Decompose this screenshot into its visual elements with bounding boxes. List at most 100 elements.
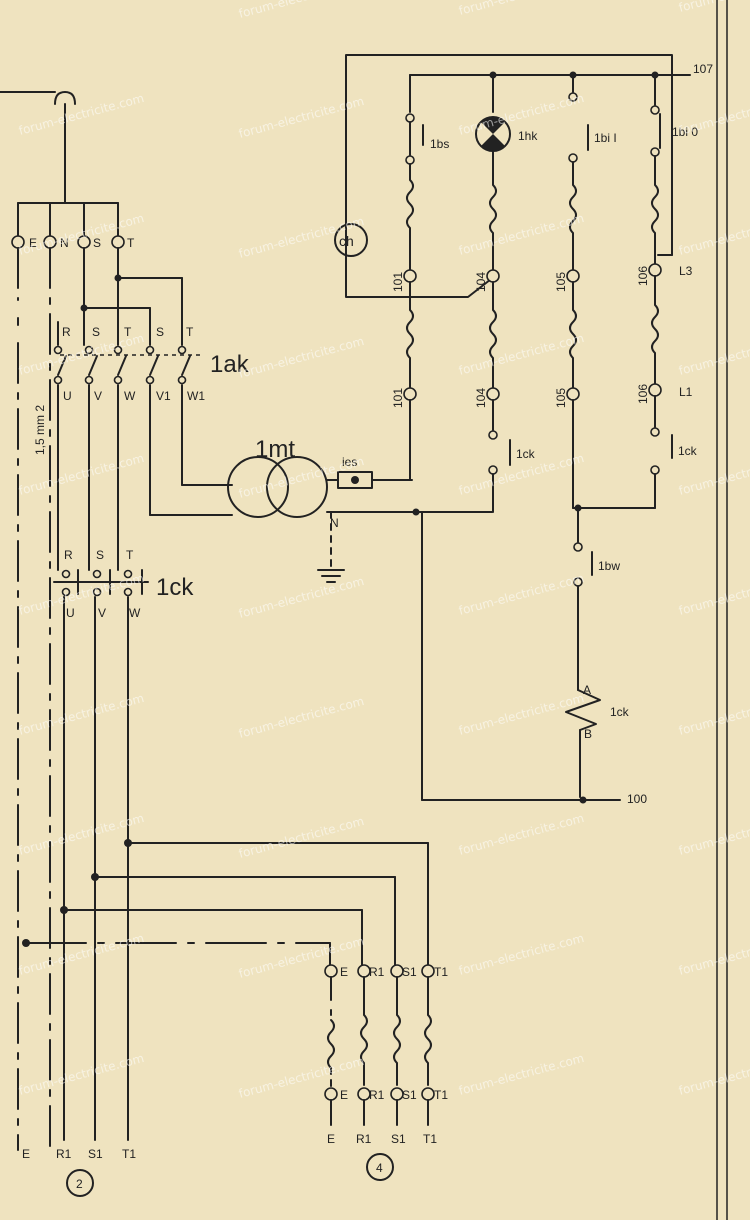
lamp-label: 1hk xyxy=(518,129,538,143)
ak-input-label: S xyxy=(156,325,164,339)
watermark-text: forum-electricite.com xyxy=(457,1051,585,1098)
ck-contact-label: 1ck xyxy=(678,444,698,458)
ak-output-label: V1 xyxy=(156,389,171,403)
bus-107-label: 107 xyxy=(693,62,713,76)
watermark-text: forum-electricite.com xyxy=(237,0,365,21)
contactor-1ak xyxy=(53,345,200,385)
tb-bottom-label: T1 xyxy=(434,1088,448,1102)
watermark-text: forum-electricite.com xyxy=(457,0,585,18)
watermark-text: forum-electricite.com xyxy=(17,691,145,738)
tb-bottom-label: R1 xyxy=(369,1088,385,1102)
watermark-text: forum-electricite.com xyxy=(457,811,585,858)
terminal-number: 104 xyxy=(474,272,488,292)
control-box-outline xyxy=(345,54,673,298)
tb-output-label: R1 xyxy=(356,1132,372,1146)
tb-bottom-label: S1 xyxy=(402,1088,417,1102)
watermark-text: forum-electricite.com xyxy=(17,451,145,498)
ak-input-label: T xyxy=(124,325,132,339)
ck-input-label: T xyxy=(126,548,134,562)
sheet-ref-number: 4 xyxy=(376,1161,383,1175)
watermark-text: forum-electricite.com xyxy=(457,571,585,618)
watermark-text: forum-electricite.com xyxy=(17,91,145,138)
ground-icon xyxy=(317,569,345,583)
control-terminals-upper xyxy=(403,263,662,283)
supply-hook xyxy=(54,91,76,105)
terminal-number: 101 xyxy=(391,388,405,408)
watermark-text: forum-electricite.com xyxy=(457,691,585,738)
watermark-text: forum-electricite.com xyxy=(677,931,750,978)
watermark-text: forum-electricite.com xyxy=(677,571,750,618)
tb-top-label: R1 xyxy=(369,965,385,979)
coil-point-b: B xyxy=(584,727,592,741)
contactor-1ck-power xyxy=(53,569,149,597)
watermark-text: forum-electricite.com xyxy=(237,334,365,381)
ak-output-label: U xyxy=(63,389,72,403)
ck-output-label: W xyxy=(129,606,141,620)
watermark-text: forum-electricite.com xyxy=(677,691,750,738)
switch-label: 1bi I xyxy=(594,131,617,145)
top-terminals: E N S T xyxy=(11,202,135,250)
tb-output-label: S1 xyxy=(391,1132,406,1146)
ck-output-label: U xyxy=(66,606,75,620)
terminal-number: 105 xyxy=(554,388,568,408)
watermark-text: forum-electricite.com xyxy=(17,211,145,258)
control-terminals-lower xyxy=(403,383,662,401)
coil-1ck-label: 1ck xyxy=(610,705,630,719)
motor-1mt-label: 1mt xyxy=(255,436,295,463)
terminal-number: 101 xyxy=(391,272,405,292)
fuse-ies-label: ies xyxy=(342,455,357,469)
terminal-number: 106 xyxy=(636,384,650,404)
coil-point-a: A xyxy=(583,683,591,697)
ck-contact-label: 1ck xyxy=(516,447,536,461)
watermark-text: forum-electricite.com xyxy=(677,811,750,858)
watermark-text: forum-electricite.com xyxy=(457,211,585,258)
watermark-text: forum-electricite.com xyxy=(457,331,585,378)
tb-top-label: E xyxy=(340,965,348,979)
ak-output-label: W xyxy=(124,389,136,403)
sheet-ref-number: 2 xyxy=(76,1177,83,1191)
phase-label: L3 xyxy=(679,264,693,278)
left-output-label: E xyxy=(22,1147,30,1161)
terminal-number: 104 xyxy=(474,388,488,408)
terminal-number: 106 xyxy=(636,266,650,286)
left-output-label: R1 xyxy=(56,1147,72,1161)
watermark-text: forum-electricite.com xyxy=(237,694,365,741)
terminal-label: T xyxy=(127,236,135,250)
ck-output-label: V xyxy=(98,606,106,620)
sheet-ref-circle xyxy=(66,1169,94,1197)
bus-100-label: 100 xyxy=(627,792,647,806)
tb-output-label: E xyxy=(327,1132,335,1146)
watermark-text: forum-electricite.com xyxy=(677,1051,750,1098)
sheet-ref-circle xyxy=(366,1153,394,1181)
coil-1ck xyxy=(565,689,601,731)
ak-output-label: V xyxy=(94,389,102,403)
watermark-text: forum-electricite.com xyxy=(237,574,365,621)
tb-top-label: S1 xyxy=(402,965,417,979)
watermark-text: forum-electricite.com xyxy=(237,814,365,861)
motor-1mt xyxy=(227,456,328,518)
left-output-label: S1 xyxy=(88,1147,103,1161)
tb-bottom-label: E xyxy=(340,1088,348,1102)
ak-output-label: W1 xyxy=(187,389,205,403)
watermark-text: forum-electricite.com xyxy=(677,91,750,138)
switch-label: 1bs xyxy=(430,137,449,151)
contactor-1ak-label: 1ak xyxy=(210,351,250,378)
cable-size-note: 1,5 mm 2 xyxy=(33,405,47,455)
clock-ch-label: ch xyxy=(339,233,354,249)
terminal-label: E xyxy=(29,236,37,250)
switch-label: 1bi 0 xyxy=(672,125,698,139)
terminal-number: 105 xyxy=(554,272,568,292)
watermark-text: forum-electricite.com xyxy=(677,0,750,15)
motor-neutral-label: N xyxy=(330,516,339,530)
watermark-text: forum-electricite.com xyxy=(17,811,145,858)
ak-input-label: T xyxy=(186,325,194,339)
watermark-text: forum-electricite.com xyxy=(17,931,145,978)
contactor-1ck-label: 1ck xyxy=(156,574,194,601)
tb-output-label: T1 xyxy=(423,1132,437,1146)
tb-top-label: T1 xyxy=(434,965,448,979)
ak-input-label: R xyxy=(62,325,71,339)
terminal-label: N xyxy=(60,236,69,250)
terminal-label: S xyxy=(93,236,101,250)
